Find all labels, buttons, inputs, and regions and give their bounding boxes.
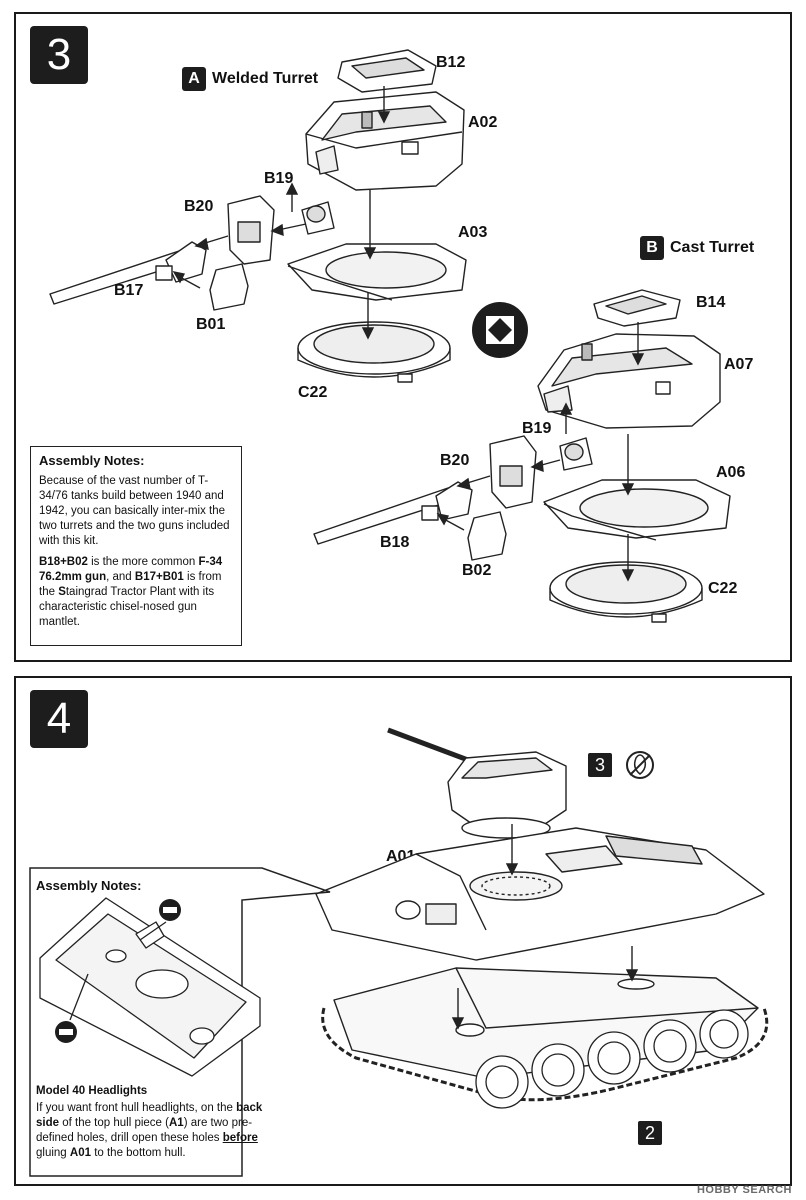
notes-paragraph: Because of the vast number of T-34/76 ta…	[39, 475, 230, 547]
bold-text: S	[58, 586, 66, 598]
cast-turret-diagram	[313, 289, 731, 623]
text: is from the	[39, 571, 222, 598]
part-label: B01	[196, 316, 226, 333]
hull-diagram	[29, 727, 769, 1177]
underlined-text: before	[222, 1132, 258, 1144]
part-label: B19	[522, 420, 552, 437]
section-a-heading: A Welded Turret	[182, 67, 318, 91]
part-label: A07	[724, 356, 754, 373]
bold-text: A1	[168, 1117, 184, 1129]
part-label: B12	[436, 54, 466, 71]
text: to the bottom hull.	[91, 1147, 186, 1159]
part-label: B20	[440, 452, 470, 469]
text: , and	[106, 571, 135, 583]
part-label: B18	[380, 534, 410, 551]
section-b-title: Cast Turret	[670, 239, 755, 256]
part-label: B02	[462, 562, 492, 579]
headlight-callout-icon	[55, 973, 89, 1043]
text: gluing	[36, 1147, 70, 1159]
part-label: B14	[696, 294, 726, 311]
notes-subheading: Model 40 Headlights	[36, 1085, 148, 1097]
step-4-panel: 4 3 2 A01	[14, 676, 792, 1186]
part-label: B19	[264, 170, 294, 187]
step-reference-badge: 3	[588, 753, 612, 777]
flip-icon	[472, 302, 528, 358]
section-a-letter: A	[182, 67, 206, 91]
step-3-panel: 3 A Welded Turret B Cast Turret	[14, 12, 792, 662]
assembly-notes-box: Assembly Notes: Model 40 Headlights If y…	[30, 874, 262, 1170]
section-b-letter: B	[640, 236, 664, 260]
text: of the top hull piece (	[59, 1117, 169, 1129]
part-label: C22	[708, 580, 738, 597]
part-label: A02	[468, 114, 498, 131]
headlight-notes: Model 40 Headlights If you want front hu…	[36, 1084, 286, 1161]
text: taingrad Tractor Plant with its characte…	[39, 586, 215, 628]
notes-heading: Assembly Notes:	[39, 453, 145, 468]
notes-heading: Assembly Notes:	[36, 878, 142, 893]
watermark: HOBBY SEARCH	[696, 1184, 792, 1196]
section-b-heading: B Cast Turret	[640, 236, 754, 260]
bold-text: A01	[69, 1147, 91, 1159]
bold-text: B18+B02	[39, 556, 88, 568]
headlight-detail-diagram	[39, 897, 261, 1077]
step-number: 4	[30, 690, 88, 748]
part-label: A06	[716, 464, 746, 481]
part-label: B17	[114, 282, 144, 299]
text: If you want front hull headlights, on th…	[36, 1102, 237, 1114]
text: ) are two pre-defined holes, drill open …	[36, 1117, 253, 1144]
assembly-notes-box: Assembly Notes: Because of the vast numb…	[30, 446, 242, 646]
no-glue-icon	[626, 751, 654, 779]
notes-paragraph: If you want front hull headlights, on th…	[36, 1101, 286, 1161]
part-label: B20	[184, 198, 214, 215]
welded-turret-diagram	[49, 49, 467, 383]
part-label: C22	[298, 384, 328, 401]
section-a-title: Welded Turret	[212, 70, 319, 87]
bold-text: back side	[36, 1102, 263, 1129]
text: is the more common	[87, 556, 199, 568]
notes-paragraph: B18+B02 is the more common F-34 76.2mm g…	[39, 555, 233, 630]
headlight-callout-icon	[139, 899, 181, 941]
part-label: A03	[458, 224, 488, 241]
sub-assembly-badge: 2	[638, 1121, 662, 1145]
bold-text: B17+B01	[134, 571, 184, 583]
bold-text: F-34 76.2mm gun	[39, 556, 223, 583]
step-number: 3	[30, 26, 88, 84]
